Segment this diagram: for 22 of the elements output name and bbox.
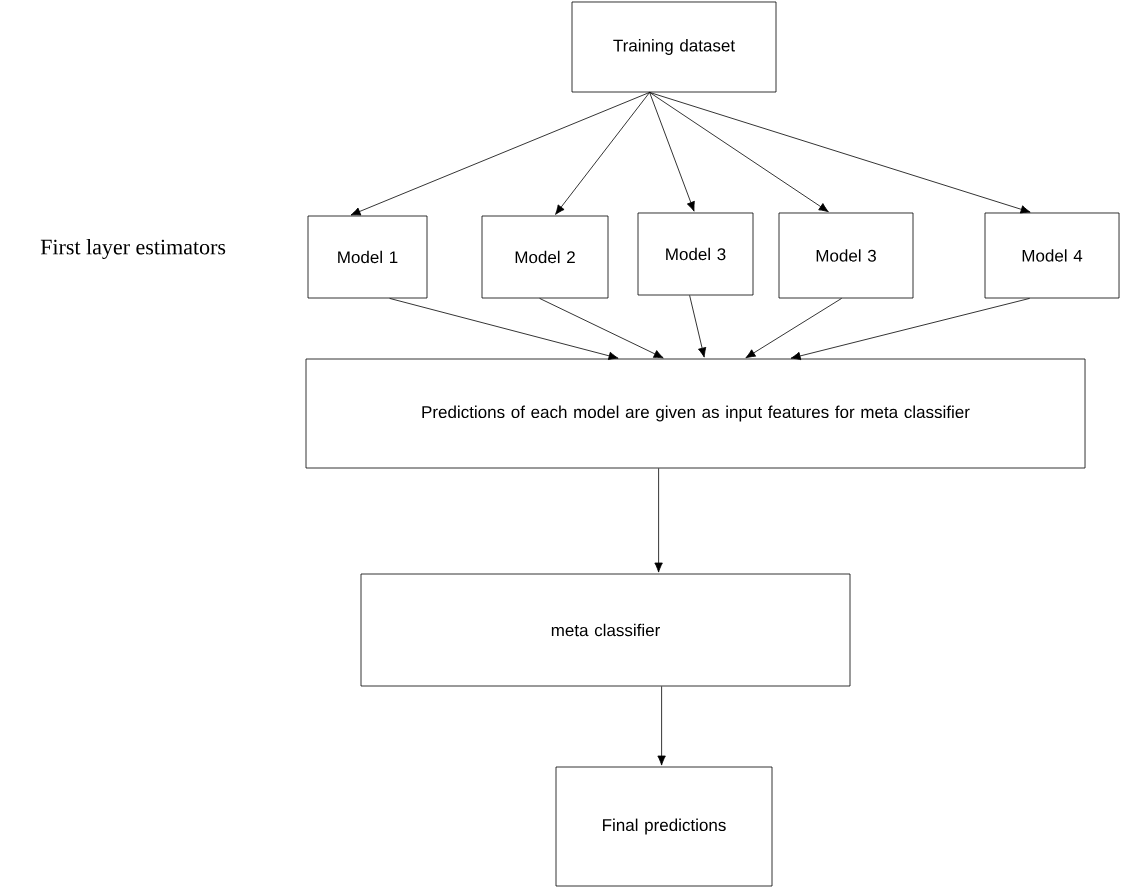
- arrow: [790, 298, 1030, 361]
- process-box: Model 3: [637, 212, 754, 296]
- arrow: [649, 92, 695, 212]
- arrow: [350, 92, 650, 216]
- process-box: Model 3: [778, 212, 914, 299]
- arrow: [745, 298, 842, 359]
- side-label: First layer estimators: [40, 239, 226, 259]
- process-box: Model 1: [307, 215, 428, 299]
- process-box: meta classifier: [360, 573, 851, 687]
- arrow: [654, 468, 663, 573]
- arrow: [649, 92, 829, 213]
- process-box: Final predictions: [555, 766, 773, 887]
- arrow: [689, 295, 707, 358]
- process-box: Model 4: [984, 212, 1120, 299]
- arrow: [389, 298, 619, 360]
- arrow: [657, 686, 666, 766]
- process-box: Training dataset: [571, 1, 777, 93]
- arrow: [649, 92, 1031, 214]
- process-box: Predictions of each model are given as input features for meta classifier: [305, 358, 1086, 469]
- arrow: [555, 92, 650, 215]
- process-box: Model 2: [481, 215, 609, 299]
- arrow: [539, 298, 664, 359]
